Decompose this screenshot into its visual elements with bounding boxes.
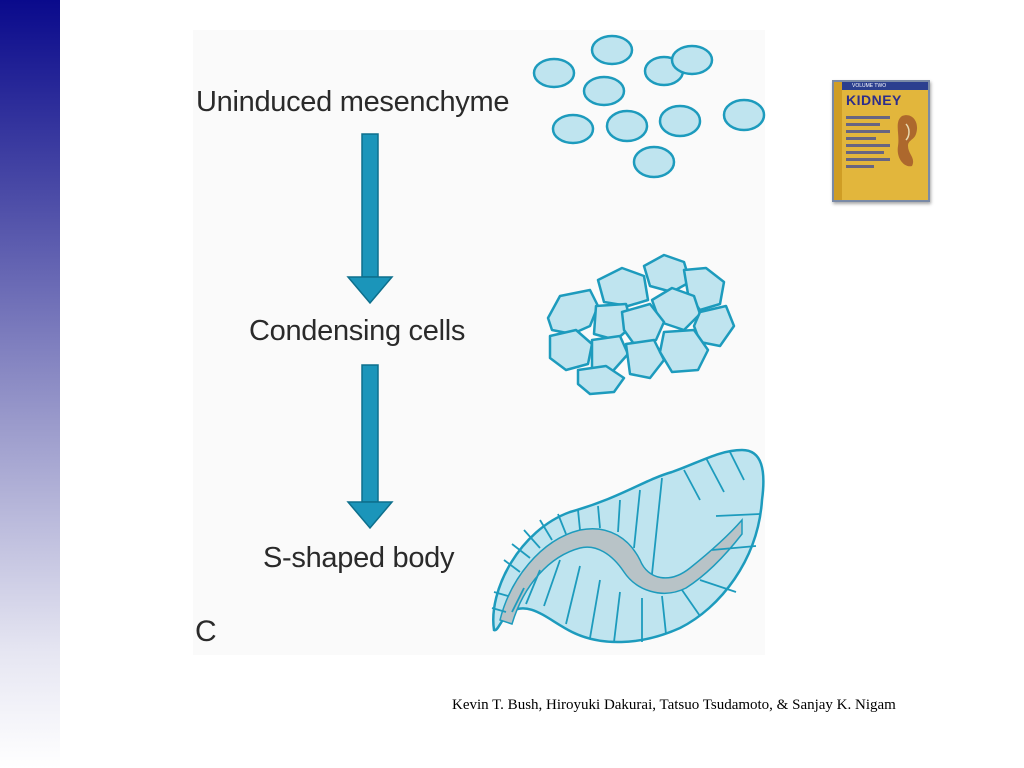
condensing-cell-cluster <box>546 253 736 396</box>
arrow-down-1 <box>346 133 394 305</box>
s-body-lumen <box>499 518 743 625</box>
uninduced-cell-cluster <box>532 34 766 179</box>
book-header-text: VOLUME TWO <box>852 83 887 89</box>
condensing-cell <box>576 364 626 396</box>
book-title: KIDNEY <box>846 92 902 108</box>
mesenchyme-cell <box>532 57 576 89</box>
condensing-cell <box>692 304 736 348</box>
condensing-cell <box>548 328 594 372</box>
kidney-book-cover-image: VOLUME TWO KIDNEY <box>832 80 930 202</box>
s-shaped-body <box>491 448 765 644</box>
panel-letter: C <box>195 615 217 648</box>
book-spine <box>834 82 842 200</box>
s-body-cell-divisions <box>491 451 761 643</box>
kidney-illustration-icon <box>897 115 918 167</box>
mesenchyme-cell <box>722 98 766 132</box>
mesenchyme-cell <box>632 145 676 179</box>
book-header-band <box>842 82 928 90</box>
condensing-cell <box>624 338 666 380</box>
mesenchyme-cell <box>670 44 714 76</box>
condensing-cell <box>546 288 600 336</box>
mesenchyme-cell <box>551 113 595 145</box>
book-author-lines <box>846 112 890 172</box>
arrow-down-2 <box>346 364 394 530</box>
label-s-shaped-body: S-shaped body <box>263 542 455 574</box>
slide-sidebar-gradient <box>0 0 60 768</box>
condensing-cell <box>658 328 710 374</box>
mesenchyme-cell <box>658 104 702 138</box>
label-uninduced-mesenchyme: Uninduced mesenchyme <box>196 86 510 118</box>
condensing-cell <box>590 334 630 374</box>
mesenchyme-cell <box>605 109 649 143</box>
condensing-cell <box>620 302 666 346</box>
condensing-cell <box>642 253 692 294</box>
author-credit: Kevin T. Bush, Hiroyuki Dakurai, Tatsuo … <box>452 697 896 713</box>
mesenchyme-cell <box>582 75 626 107</box>
condensing-cell <box>596 266 650 308</box>
label-condensing-cells: Condensing cells <box>249 315 466 347</box>
mesenchyme-cell <box>590 34 634 66</box>
